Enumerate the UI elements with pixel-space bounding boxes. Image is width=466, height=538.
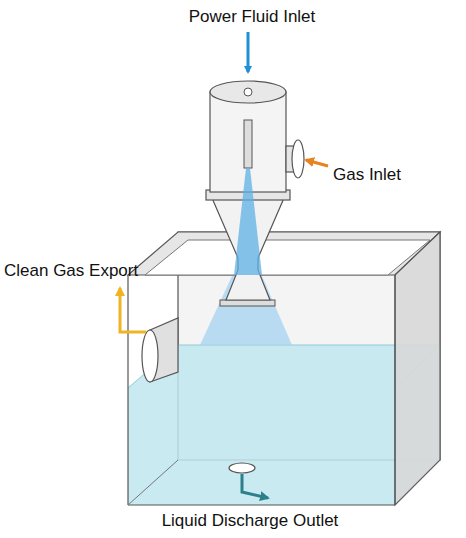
- outlet-label: Liquid Discharge Outlet: [162, 512, 339, 531]
- inlet-label: Gas Inlet: [333, 166, 401, 185]
- outlet-label: Clean Gas Export: [4, 262, 138, 281]
- inlet-label: Power Fluid Inlet: [189, 8, 316, 27]
